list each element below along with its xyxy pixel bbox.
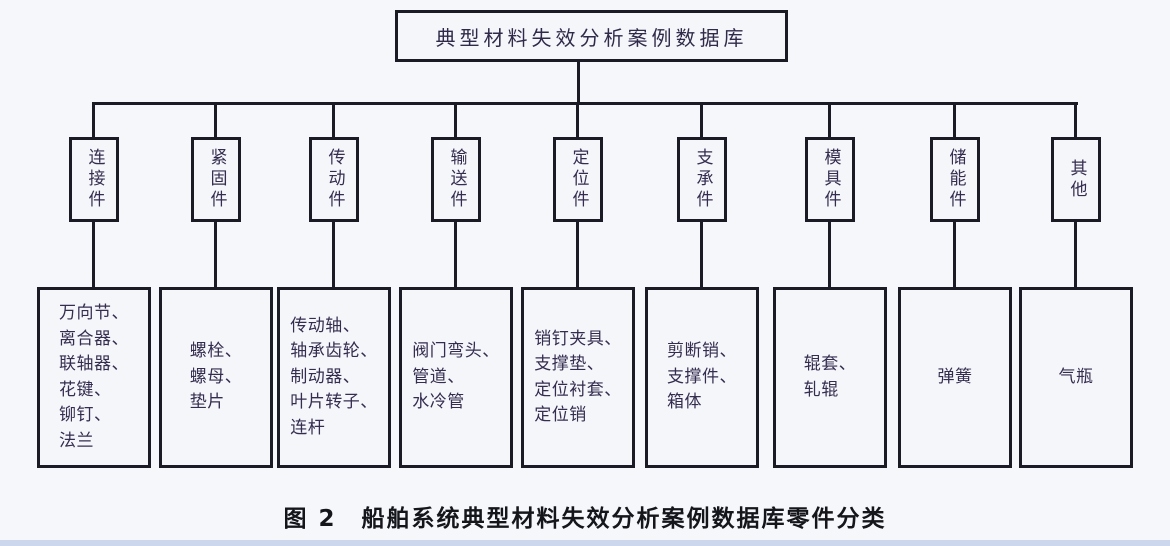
branch-drop-line	[828, 103, 831, 137]
category-connector-line	[1074, 222, 1077, 287]
branch-drop-line	[454, 103, 457, 137]
parts-box: 弹簧	[898, 287, 1012, 468]
category-box: 模具件	[805, 137, 855, 222]
category-connector-line	[454, 222, 457, 287]
parts-list: 传动轴、 轴承齿轮、 制动器、 叶片转子、 连杆	[290, 315, 378, 438]
branch-drop-line	[332, 103, 335, 137]
category-box: 传动件	[309, 137, 359, 222]
parts-box: 阀门弯头、 管道、 水冷管	[399, 287, 513, 468]
parts-list: 剪断销、 支撑件、 箱体	[667, 341, 737, 413]
parts-list: 弹簧	[937, 366, 973, 387]
parts-list: 销钉夹具、 支撑垫、 定位衬套、 定位销	[534, 328, 622, 426]
branch-drop-line	[214, 103, 217, 137]
parts-box: 销钉夹具、 支撑垫、 定位衬套、 定位销	[521, 287, 635, 468]
category-label: 传动件	[324, 148, 345, 211]
category-label: 输送件	[446, 148, 467, 211]
category-connector-line	[214, 222, 217, 287]
branch-drop-line	[576, 103, 579, 137]
category-box: 其他	[1051, 137, 1101, 222]
branch-drop-line	[1074, 103, 1077, 137]
category-connector-line	[92, 222, 95, 287]
figure-caption: 图 2 船舶系统典型材料失效分析案例数据库零件分类	[283, 506, 887, 532]
parts-box: 螺栓、 螺母、 垫片	[159, 287, 273, 468]
category-label: 定位件	[568, 148, 589, 211]
parts-box: 万向节、 离合器、 联轴器、 花键、 铆钉、 法兰	[37, 287, 151, 468]
category-label: 紧固件	[206, 148, 227, 211]
parts-box: 气瓶	[1019, 287, 1133, 468]
parts-list: 辊套、 轧辊	[803, 354, 857, 400]
category-connector-line	[576, 222, 579, 287]
parts-list: 气瓶	[1058, 366, 1094, 387]
category-box: 支承件	[677, 137, 727, 222]
category-connector-line	[700, 222, 703, 287]
horizontal-bus-line	[92, 102, 1078, 105]
parts-box: 辊套、 轧辊	[773, 287, 887, 468]
branch-drop-line	[700, 103, 703, 137]
category-box: 输送件	[431, 137, 481, 222]
category-box: 紧固件	[191, 137, 241, 222]
root-node-box: 典型材料失效分析案例数据库	[395, 10, 788, 62]
category-box: 连接件	[69, 137, 119, 222]
category-box: 定位件	[553, 137, 603, 222]
parts-list: 螺栓、 螺母、 垫片	[189, 341, 243, 413]
category-connector-line	[953, 222, 956, 287]
category-connector-line	[828, 222, 831, 287]
root-node-label: 典型材料失效分析案例数据库	[435, 25, 748, 50]
branch-drop-line	[92, 103, 95, 137]
category-label: 连接件	[84, 148, 105, 211]
category-connector-line	[332, 222, 335, 287]
bottom-strip-decoration	[0, 540, 1170, 546]
parts-list: 万向节、 离合器、 联轴器、 花键、 铆钉、 法兰	[59, 303, 129, 451]
category-label: 其他	[1066, 158, 1087, 201]
category-label: 模具件	[820, 148, 841, 211]
category-label: 储能件	[945, 148, 966, 211]
category-box: 储能件	[930, 137, 980, 222]
category-label: 支承件	[692, 148, 713, 211]
parts-list: 阀门弯头、 管道、 水冷管	[412, 341, 500, 413]
parts-box: 剪断销、 支撑件、 箱体	[645, 287, 759, 468]
parts-box: 传动轴、 轴承齿轮、 制动器、 叶片转子、 连杆	[277, 287, 391, 468]
branch-drop-line	[953, 103, 956, 137]
root-connector-line	[577, 62, 580, 103]
